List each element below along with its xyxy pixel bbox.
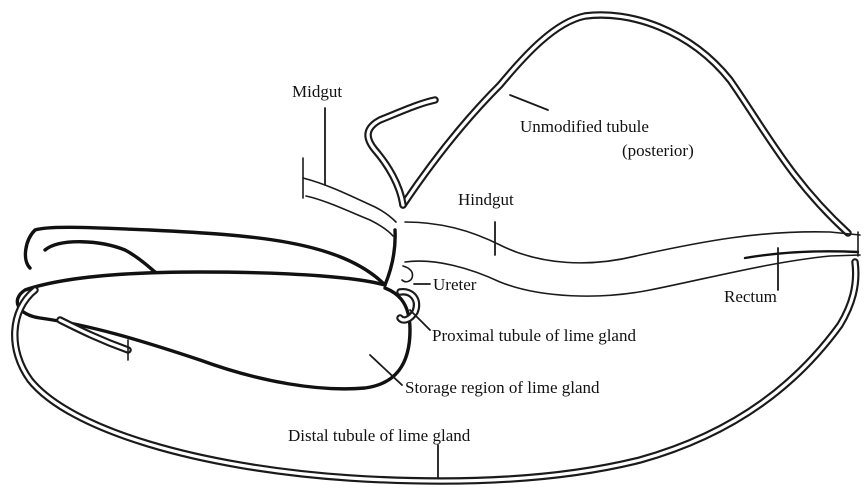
ureter [402,266,413,282]
hindgut-label: Hindgut [458,190,514,210]
storage-region [17,227,416,389]
unmodified-tubule-label-line2: (posterior) [622,141,694,161]
unmodified-tubule-label-line1: Unmodified tubule [520,117,649,137]
rectum-label: Rectum [724,287,777,307]
proximal-tubule-label: Proximal tubule of lime gland [432,326,636,346]
left-stub-tubule [60,320,128,360]
small-branch-tubule [368,100,435,205]
distal-tubule-label: Distal tubule of lime gland [288,426,470,446]
storage-region-label: Storage region of lime gland [405,378,600,398]
midgut-label: Midgut [292,82,342,102]
midgut-segment [303,158,396,236]
ureter-label: Ureter [433,275,476,295]
leader-lines [325,95,778,478]
unmodified-tubule-leader [510,95,548,110]
